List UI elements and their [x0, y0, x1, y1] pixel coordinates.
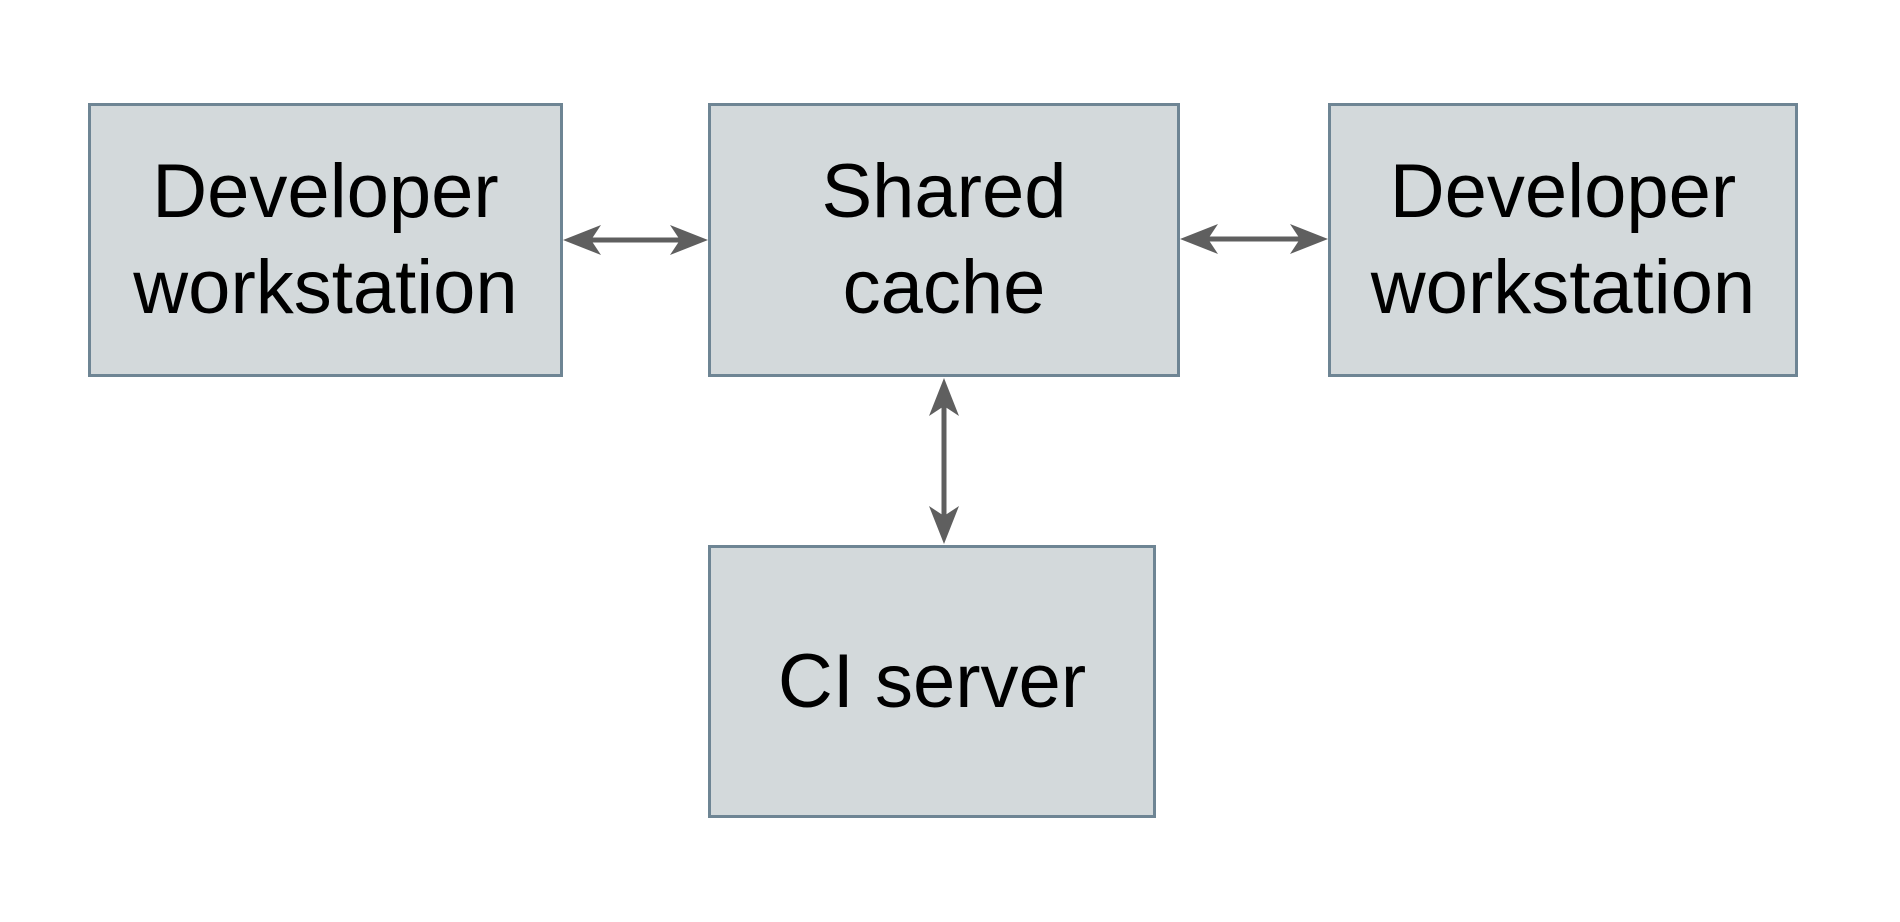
bidirectional-arrow-cache-ciserver	[929, 378, 959, 544]
node-label-developer-workstation-right: Developer workstation	[1370, 149, 1756, 330]
node-shared-cache: Shared cache	[708, 103, 1180, 377]
node-label-developer-workstation-left: Developer workstation	[133, 149, 518, 330]
node-developer-workstation-left: Developer workstation	[88, 103, 563, 377]
node-label-ci-server: CI server	[777, 638, 1087, 724]
bidirectional-arrow-cache-devright	[1180, 224, 1328, 254]
bidirectional-arrow-devleft-cache	[563, 225, 708, 255]
node-developer-workstation-right: Developer workstation	[1328, 103, 1798, 377]
node-ci-server: CI server	[708, 545, 1156, 818]
node-label-shared-cache: Shared cache	[821, 149, 1067, 330]
